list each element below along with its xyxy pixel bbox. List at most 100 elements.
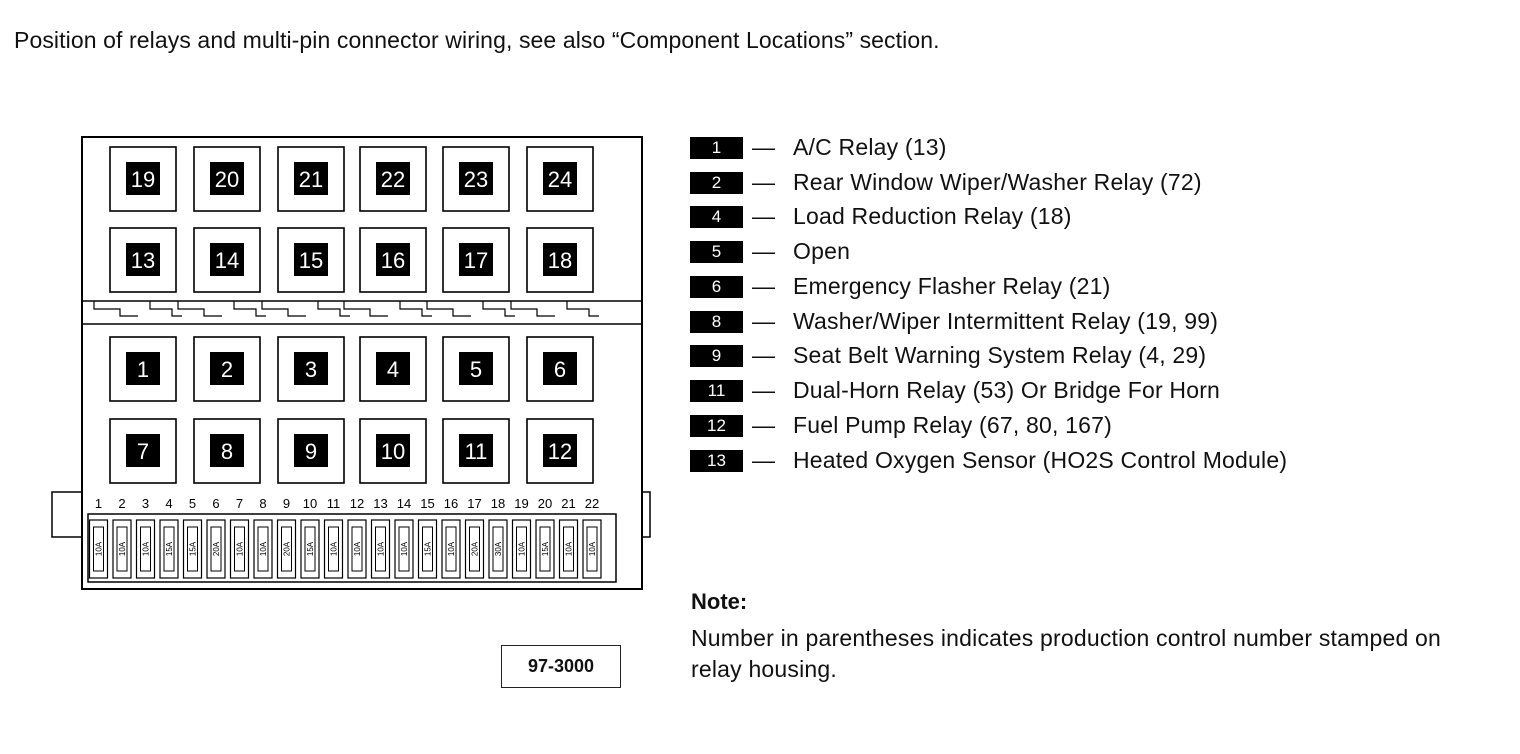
fuse[interactable]: 15A <box>159 519 179 579</box>
fuse[interactable]: 15A <box>182 519 203 579</box>
relay-socket: 23 <box>442 146 510 212</box>
divider-tooth <box>93 301 138 317</box>
fuse[interactable]: 10A <box>112 519 132 579</box>
relay-number: 17 <box>464 248 488 273</box>
fuse-rating: 15A <box>165 541 174 556</box>
relay-socket: 3 <box>277 336 345 402</box>
fuse[interactable]: 10A <box>88 519 109 579</box>
relay-socket: 8 <box>193 418 261 484</box>
fuse-window <box>586 526 598 572</box>
relay-number-badge <box>459 243 493 276</box>
fuse-window <box>281 526 292 572</box>
relay-socket: 14 <box>193 227 261 293</box>
relay-number: 22 <box>381 167 405 192</box>
fuse[interactable]: 10A <box>135 519 156 579</box>
relay-socket: 5 <box>442 336 510 402</box>
fuse-window <box>445 526 457 572</box>
legend-dash: — <box>752 238 775 264</box>
fuse[interactable]: 15A <box>417 519 438 579</box>
right-mount-tab <box>642 491 651 538</box>
fuse-number: 12 <box>350 496 364 511</box>
fuse-number: 19 <box>514 496 528 511</box>
legend-relay-number: 4 <box>690 206 743 228</box>
fuse-number: 17 <box>467 496 481 511</box>
fuse[interactable]: 10A <box>582 519 602 579</box>
fuse-number: 13 <box>373 496 387 511</box>
relay-socket: 13 <box>109 227 177 293</box>
fuse-rating: 20A <box>212 541 221 556</box>
relay-socket: 9 <box>277 418 345 484</box>
fuse-number: 2 <box>118 496 125 511</box>
fuse-window <box>328 526 339 572</box>
fuse-number: 4 <box>165 496 172 511</box>
legend-dash: — <box>752 447 775 473</box>
relay-number-badge <box>376 162 410 195</box>
fuse[interactable]: 10A <box>347 519 367 579</box>
fuse-rating: 15A <box>306 541 315 556</box>
fuse-window <box>257 526 269 572</box>
relay-socket: 20 <box>193 146 261 212</box>
legend-dash: — <box>752 169 775 195</box>
fuse[interactable]: 10A <box>229 519 250 579</box>
legend-relay-description: Open <box>793 238 851 264</box>
relay-number-badge <box>210 352 244 385</box>
relay-socket: 19 <box>109 146 177 212</box>
relay-number: 21 <box>299 167 323 192</box>
relay-number: 6 <box>554 357 566 382</box>
fuse-window <box>398 526 410 572</box>
fuse-window <box>187 526 198 572</box>
fuse-number: 8 <box>259 496 266 511</box>
fuse[interactable]: 30A <box>488 519 508 579</box>
relay-number-badge <box>210 243 244 276</box>
fuse[interactable]: 10A <box>370 519 391 579</box>
fuse[interactable]: 10A <box>394 519 414 579</box>
legend-relay-number: 6 <box>690 276 743 298</box>
fuse[interactable]: 10A <box>253 519 273 579</box>
fuse-window <box>210 526 222 572</box>
legend-dash: — <box>752 203 775 229</box>
relay-number-badge <box>294 352 328 385</box>
relay-socket: 17 <box>442 227 510 293</box>
fuse[interactable]: 10A <box>558 519 579 579</box>
fuse-rating: 30A <box>494 541 503 556</box>
relay-number-badge <box>376 243 410 276</box>
fuse-rating: 10A <box>95 541 104 556</box>
relay-number: 11 <box>465 439 488 464</box>
relay-number: 4 <box>387 357 399 382</box>
fuse-rating: 10A <box>588 541 597 556</box>
legend-relay-number: 8 <box>690 311 743 333</box>
fuse[interactable]: 15A <box>300 519 320 579</box>
page-title: Position of relays and multi-pin connect… <box>14 27 940 53</box>
relay-number-badge <box>294 162 328 195</box>
legend-relay-number: 12 <box>690 415 743 437</box>
legend-relay-number: 9 <box>690 345 743 367</box>
fuse[interactable]: 20A <box>276 519 297 579</box>
divider-tooth <box>233 301 266 317</box>
relay-socket: 15 <box>277 227 345 293</box>
fuse-rating: 10A <box>330 541 339 556</box>
fuse-number: 11 <box>327 496 341 511</box>
fuse[interactable]: 15A <box>535 519 555 579</box>
fuse[interactable]: 20A <box>206 519 226 579</box>
legend-relay-number: 2 <box>690 172 743 194</box>
relay-socket: 11 <box>442 418 510 484</box>
fuse[interactable]: 20A <box>464 519 485 579</box>
fuse-rating: 20A <box>471 541 480 556</box>
legend-relay-description: Heated Oxygen Sensor (HO2S Control Modul… <box>793 447 1288 473</box>
divider-tooth <box>343 301 388 317</box>
fuse[interactable]: 10A <box>441 519 461 579</box>
relay-number: 14 <box>215 248 239 273</box>
relay-number-badge <box>294 243 328 276</box>
relay-socket-frame <box>442 336 510 402</box>
relay-number: 8 <box>221 439 233 464</box>
legend-relay-description: A/C Relay (13) <box>793 134 947 160</box>
relay-number-badge <box>126 162 160 195</box>
fuse-number: 16 <box>444 496 458 511</box>
fuse[interactable]: 10A <box>511 519 532 579</box>
fuse-window <box>93 526 104 572</box>
fuse[interactable]: 10A <box>323 519 344 579</box>
fuse-number: 18 <box>491 496 505 511</box>
legend-dash: — <box>752 134 775 160</box>
